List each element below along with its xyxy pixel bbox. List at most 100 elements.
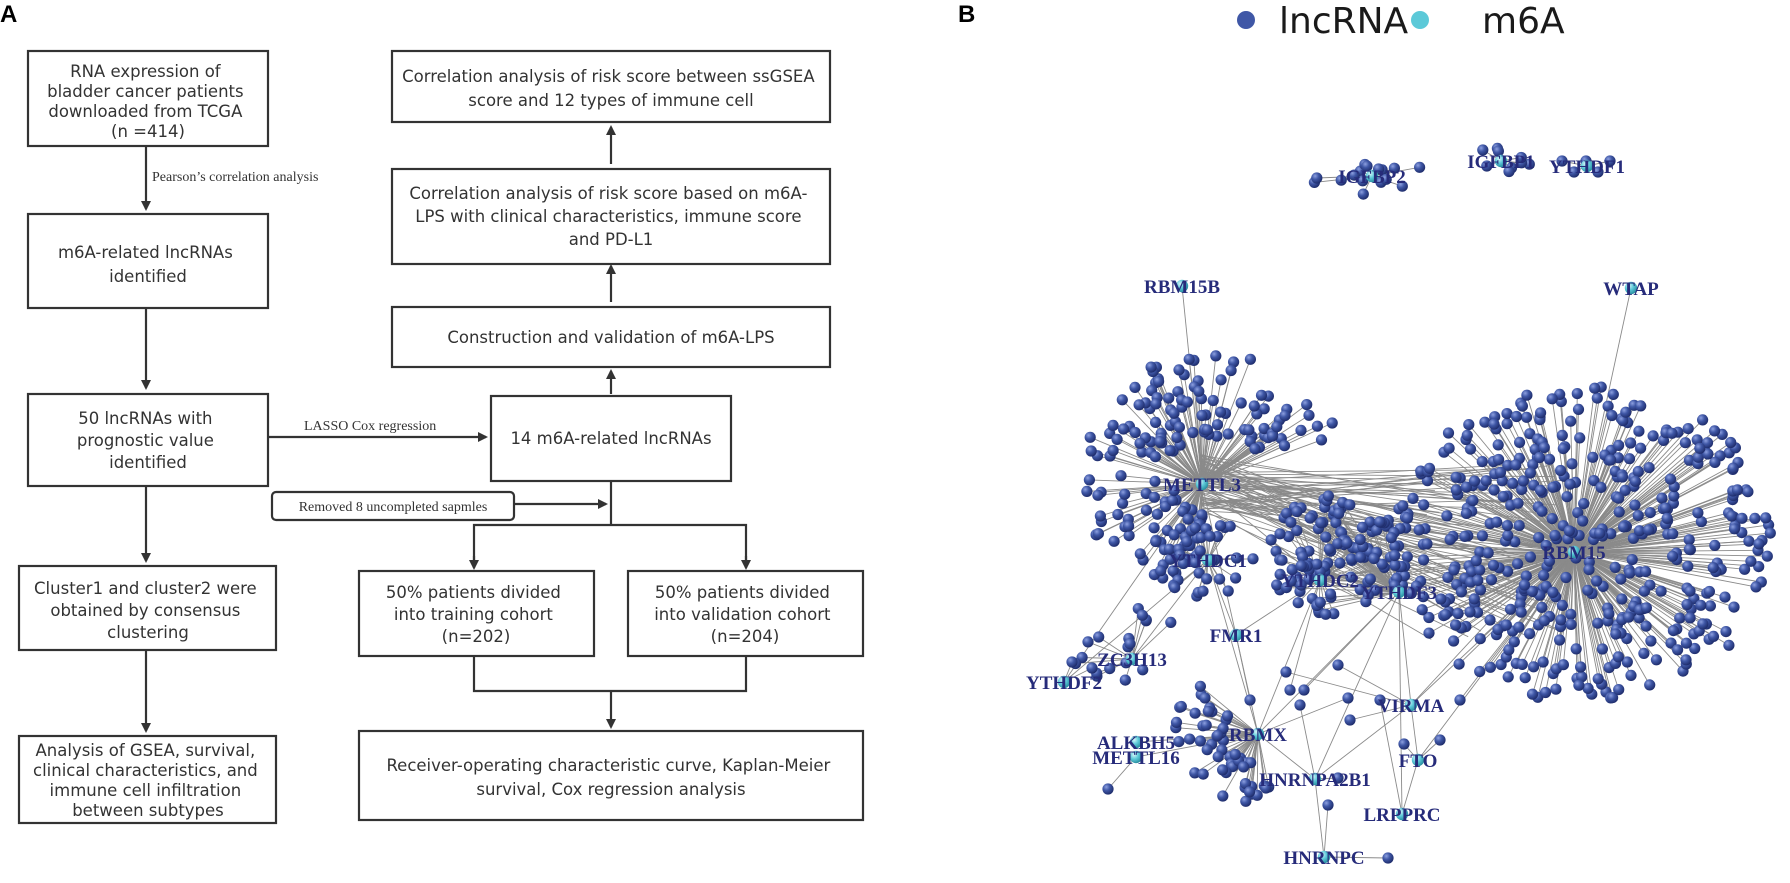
network-edge [1235, 579, 1321, 636]
lncrna-node [1320, 531, 1332, 543]
lncrna-node [1322, 799, 1334, 811]
lncrna-node [1328, 608, 1340, 620]
lncrna-node [1616, 471, 1629, 483]
lncrna-node [1577, 515, 1589, 527]
lncrna-node [1709, 456, 1721, 468]
lncrna-node [1684, 585, 1696, 597]
lncrna-node [1407, 492, 1419, 504]
lncrna-node [1354, 583, 1366, 596]
gene-label-igfbp2: IGFBP2 [1338, 167, 1406, 188]
lncrna-node [1137, 664, 1149, 676]
lncrna-node [1468, 593, 1480, 605]
network-edge [1063, 483, 1203, 683]
lncrna-node [1704, 600, 1716, 612]
lncrna-node [1332, 538, 1344, 550]
lncrna-node [1538, 441, 1550, 454]
network-edge [1201, 454, 1513, 569]
lncrna-node [1627, 532, 1639, 544]
lncrna-node [1482, 547, 1494, 559]
network-edge [1573, 551, 1599, 679]
lncrna-node [1760, 512, 1772, 524]
lncrna-node [1215, 374, 1227, 386]
gene-label-wtap: WTAP [1603, 279, 1659, 300]
lncrna-node [1295, 560, 1307, 572]
lncrna-node [1211, 419, 1224, 431]
lncrna-node [1181, 536, 1193, 548]
network-edge [1398, 591, 1403, 815]
lncrna-node [1066, 656, 1078, 668]
m6a-node-ythdf1 [1580, 159, 1594, 173]
lncrna-node [1284, 684, 1296, 696]
lncrna-node [1324, 588, 1337, 600]
lncrna-node [1454, 694, 1466, 706]
network-edge [1201, 482, 1469, 517]
network-edge [1573, 551, 1695, 635]
network-edge [1153, 483, 1203, 529]
lncrna-node [1538, 569, 1550, 582]
network-edge [1131, 619, 1147, 660]
network-edge [1323, 804, 1329, 858]
lncrna-node [1565, 415, 1577, 427]
network-edge [1573, 405, 1642, 553]
lncrna-node [1702, 448, 1714, 460]
lncrna-node [1568, 166, 1580, 178]
lncrna-node [1283, 530, 1295, 543]
network-edge [1235, 634, 1259, 735]
lncrna-node [1612, 651, 1624, 663]
network-edge [1573, 497, 1619, 553]
lncrna-node [1270, 545, 1282, 557]
network-edge [1131, 622, 1172, 660]
lncrna-node [1243, 786, 1256, 798]
lncrna-node [1682, 560, 1694, 572]
lncrna-node [1136, 446, 1148, 458]
legend-m6a-label: m6A [1482, 1, 1565, 42]
lncrna-node [1595, 481, 1607, 493]
lncrna-node [1656, 492, 1668, 504]
lncrna-node [1524, 467, 1536, 479]
lncrna-node [1133, 399, 1145, 411]
lncrna-node [1635, 442, 1647, 454]
lncrna-node [1134, 437, 1146, 449]
lncrna-node [1149, 451, 1161, 463]
lncrna-node [1423, 462, 1436, 474]
lncrna-node [1173, 421, 1185, 433]
gene-label-hnrnpa2b1: HNRNPA2B1 [1259, 770, 1371, 791]
lncrna-node [1683, 543, 1695, 555]
network-edge [1201, 478, 1558, 618]
m6a-node-wtap [1624, 281, 1638, 295]
lncrna-node [1543, 453, 1556, 465]
box-ssgsea-text: Correlation analysis of risk score betwe… [402, 67, 820, 110]
line-merge [472, 656, 748, 693]
box-ssgsea-correlation: Correlation analysis of risk score betwe… [390, 49, 832, 124]
legend-lncrna-label: lncRNA [1279, 1, 1409, 42]
lncrna-node [1660, 502, 1672, 514]
lncrna-node [1093, 631, 1105, 643]
network-edge [1101, 483, 1203, 493]
lncrna-node [1124, 638, 1136, 650]
network-edge [1466, 512, 1575, 553]
lncrna-node [1674, 612, 1686, 624]
lncrna-node [1761, 550, 1773, 562]
lncrna-node [1546, 513, 1558, 525]
network-edge [1573, 398, 1598, 553]
lncrna-node [1303, 409, 1315, 421]
network-edge [1063, 559, 1209, 683]
lncrna-node [1320, 608, 1332, 620]
lncrna-node [1382, 852, 1394, 864]
lncrna-node [1315, 434, 1328, 446]
lncrna-node [1485, 574, 1498, 586]
network-nodes [1057, 142, 1776, 864]
box-rna-text: RNA expression of bladder cancer patient… [47, 62, 249, 141]
lncrna-node [1596, 643, 1608, 655]
lncrna-node [1238, 761, 1250, 773]
lncrna-node [1455, 586, 1467, 598]
lncrna-node [1335, 174, 1347, 186]
box-training-cohort: 50% patients divided into training cohor… [357, 569, 596, 658]
box-cluster: Cluster1 and cluster2 were obtained by c… [17, 564, 278, 652]
lncrna-node [1440, 609, 1452, 621]
flow-connectors [141, 125, 751, 733]
lncrna-node [1709, 539, 1721, 552]
gene-label-igfbp1: IGFBP1 [1467, 152, 1535, 173]
lncrna-node [1629, 499, 1641, 511]
lncrna-node [1450, 471, 1462, 483]
